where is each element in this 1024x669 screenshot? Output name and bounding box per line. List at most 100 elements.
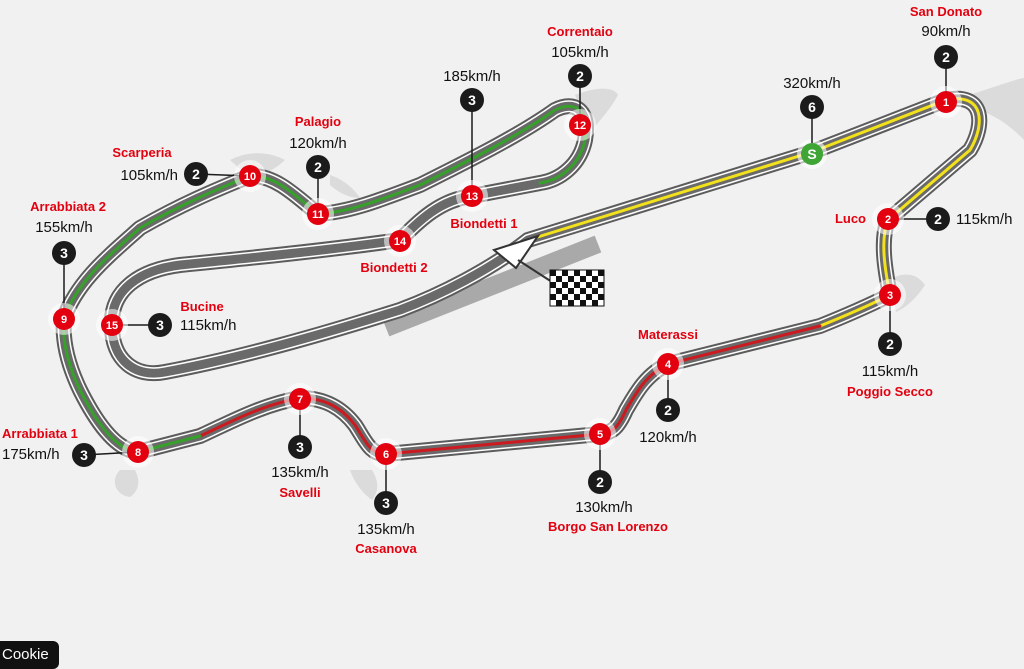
flag-square: [556, 300, 562, 306]
flag-square: [598, 276, 604, 282]
gear-badge: [374, 491, 398, 515]
gear-number: 3: [80, 447, 88, 463]
gear-badge: [72, 443, 96, 467]
corner-speed: 115km/h: [862, 363, 918, 380]
flag-square: [586, 270, 592, 276]
turn-marker: [101, 314, 123, 336]
turn-marker: [877, 208, 899, 230]
flag-border: [549, 269, 605, 307]
flag-square: [592, 288, 598, 294]
turn-number: 4: [665, 359, 672, 371]
turn-number: 11: [312, 209, 324, 221]
sector-green-line: [62, 104, 588, 454]
corner-name: Arrabbiata 2: [30, 199, 106, 214]
gear-badge: [934, 45, 958, 69]
corner-speed: 115km/h: [180, 317, 236, 334]
flag-square: [586, 288, 592, 294]
corner-9: 9 3 Arrabbiata 2 155km/h: [30, 199, 106, 335]
turn-marker: [389, 230, 411, 252]
turn-number: 8: [135, 447, 141, 459]
flag-square: [568, 300, 574, 306]
flag-square: [574, 270, 580, 276]
gear-number: 3: [296, 439, 304, 455]
flag-square: [568, 270, 574, 276]
sector-yellow-line: [526, 97, 981, 328]
flag-square: [556, 288, 562, 294]
corner-speed: 135km/h: [271, 464, 329, 481]
turn-marker: [289, 388, 311, 410]
corner-speed: 175km/h: [2, 446, 60, 463]
turn-marker: [879, 284, 901, 306]
flag-square: [586, 294, 592, 300]
turn-number: 9: [61, 314, 67, 326]
gear-number: 3: [60, 245, 68, 261]
pit-lane: [382, 235, 602, 337]
corner-speed: 130km/h: [575, 499, 633, 516]
turn-marker: [569, 114, 591, 136]
turn-number: 5: [597, 429, 603, 441]
gear-number: 2: [886, 336, 894, 352]
flag-square: [586, 300, 592, 306]
start-marker-circle: [801, 143, 823, 165]
gear-number: 2: [934, 211, 942, 227]
start-gear-badge: [800, 95, 824, 119]
flag-square: [550, 288, 556, 294]
gear-badge: [460, 88, 484, 112]
corner-name: Arrabbiata 1: [2, 426, 78, 441]
flag-square: [550, 270, 556, 276]
gear-number: 2: [664, 402, 672, 418]
flag-square: [592, 300, 598, 306]
gear-number: 2: [596, 474, 604, 490]
flag-square: [598, 282, 604, 288]
corner-speed: 155km/h: [35, 219, 93, 236]
corner-name: Palagio: [295, 114, 341, 129]
gear-number: 2: [314, 159, 322, 175]
cookie-button[interactable]: Cookie: [0, 641, 59, 669]
flag-square: [550, 300, 556, 306]
turn-marker: [375, 443, 397, 465]
turn-marker: [657, 353, 679, 375]
gear-badge: [588, 470, 612, 494]
sector-lines: [62, 97, 981, 456]
gear-badge: [184, 162, 208, 186]
flag-square: [556, 294, 562, 300]
turn-number: 12: [574, 120, 586, 132]
flag-square: [580, 294, 586, 300]
flag-square: [580, 282, 586, 288]
turn-number: 2: [885, 214, 891, 226]
corner-name: Correntaio: [547, 24, 613, 39]
flag-square: [592, 294, 598, 300]
turn-number: 1: [943, 97, 949, 109]
turn-marker: [589, 423, 611, 445]
flag-square: [586, 282, 592, 288]
gear-number: 2: [192, 166, 200, 182]
corner-name: Casanova: [355, 541, 417, 556]
flag-square: [574, 282, 580, 288]
corner-name: Bucine: [180, 299, 223, 314]
flag-square: [562, 270, 568, 276]
turn-number: 3: [887, 290, 893, 302]
flag-square: [574, 300, 580, 306]
gear-badge: [656, 398, 680, 422]
gear-number: 3: [468, 92, 476, 108]
start-marker-label: S: [807, 146, 816, 162]
gear-number: 3: [156, 317, 164, 333]
corner-speed: 115km/h: [956, 211, 1012, 228]
turn-number: 6: [383, 449, 389, 461]
flag-square: [580, 300, 586, 306]
flag-square: [556, 270, 562, 276]
flag-square: [550, 294, 556, 300]
flag-square: [568, 294, 574, 300]
start-gear-number: 6: [808, 99, 816, 115]
